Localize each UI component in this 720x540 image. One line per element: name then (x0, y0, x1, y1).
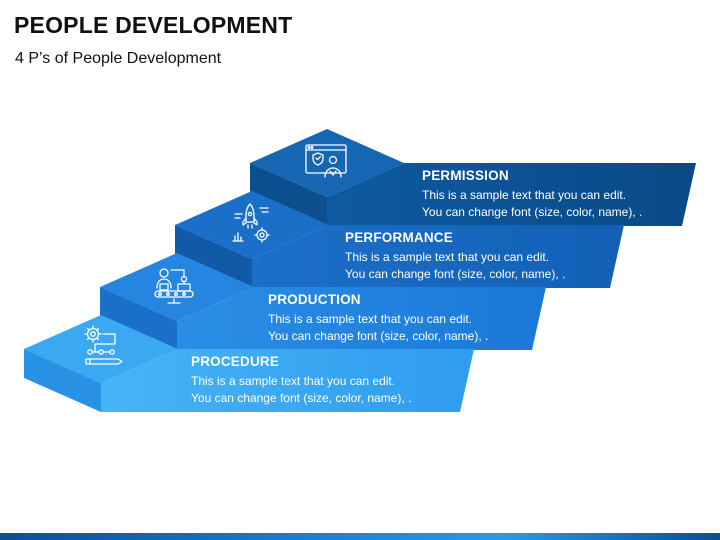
step-production (100, 253, 546, 350)
rocket-gear-chart-icon (232, 203, 270, 243)
step-permission-line-1: This is a sample text that you can edit. (422, 188, 627, 202)
step-performance-line-2: You can change font (size, color, name),… (345, 267, 566, 281)
step-performance-banner (252, 225, 624, 288)
step-performance-front-face (175, 225, 252, 288)
step-procedure-line-1: This is a sample text that you can edit. (191, 374, 396, 388)
step-permission-front-face (250, 163, 327, 226)
footer-accent-bar (0, 533, 720, 540)
gear-flow-pencil-icon (84, 325, 123, 365)
step-performance (175, 191, 624, 288)
slide-title: PEOPLE DEVELOPMENT (14, 12, 293, 38)
step-procedure-heading: PROCEDURE (191, 354, 280, 369)
step-performance-line-1: This is a sample text that you can edit. (345, 250, 550, 264)
step-performance-text: PERFORMANCE This is a sample text that y… (345, 230, 565, 283)
slide-subtitle: 4 P’s of People Development (15, 50, 222, 67)
step-procedure-text: PROCEDURE This is a sample text that you… (191, 354, 411, 407)
step-procedure (24, 315, 474, 412)
step-production-line-2: You can change font (size, color, name),… (268, 329, 489, 343)
step-procedure-banner (101, 349, 474, 412)
step-procedure-front-face (24, 349, 101, 412)
security-screen-user-icon (305, 144, 347, 178)
step-production-banner (177, 287, 546, 350)
step-production-line-1: This is a sample text that you can edit. (268, 312, 473, 326)
step-procedure-line-2: You can change font (size, color, name),… (191, 391, 412, 405)
step-permission-heading: PERMISSION (422, 168, 509, 183)
step-permission (250, 129, 696, 226)
step-permission-banner (327, 163, 696, 226)
step-permission-line-2: You can change font (size, color, name),… (422, 205, 643, 219)
worker-conveyor-icon (154, 268, 194, 304)
step-production-heading: PRODUCTION (268, 292, 361, 307)
step-permission-text: PERMISSION This is a sample text that yo… (422, 168, 642, 221)
step-performance-heading: PERFORMANCE (345, 230, 453, 245)
step-production-text: PRODUCTION This is a sample text that yo… (268, 292, 488, 345)
step-production-front-face (100, 287, 177, 350)
